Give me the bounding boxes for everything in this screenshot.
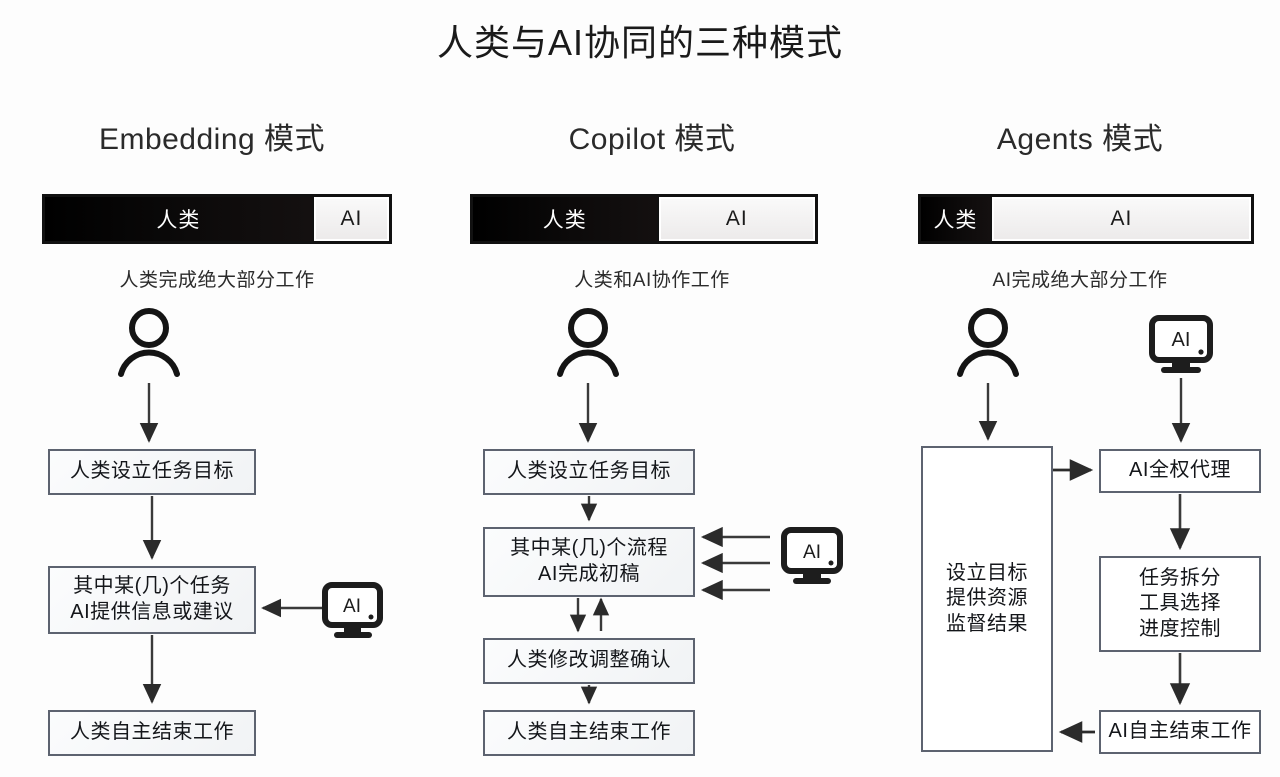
page-title: 人类与AI协同的三种模式 (436, 22, 843, 63)
column-embedding: Embedding 模式 (12, 118, 412, 162)
monitor-ai-label: AI (343, 596, 361, 617)
ratio-bar-embedding: 人类 AI (42, 194, 392, 244)
caption-copilot: 人类和AI协作工作 (574, 270, 730, 291)
ratio-bar-human-segment: 人类 (45, 197, 312, 241)
monitor-ai-icon: AI (322, 582, 383, 638)
column-title-agents: Agents 模式 (996, 123, 1164, 156)
box-embedding-ai-assist: 其中某(几)个任务 AI提供信息或建议 (48, 566, 256, 634)
box-copilot-set-goal: 人类设立任务目标 (483, 449, 695, 495)
box-copilot-human-revise: 人类修改调整确认 (483, 638, 695, 684)
ratio-bar-human-segment: 人类 (473, 197, 657, 241)
column-agents: Agents 模式 (880, 118, 1280, 162)
monitor-ai-label: AI (1172, 329, 1191, 351)
monitor-ai-icon: AI (781, 527, 843, 584)
box-embedding-human-finish: 人类自主结束工作 (48, 710, 256, 756)
box-copilot-ai-draft: 其中某(几)个流程 AI完成初稿 (483, 527, 695, 597)
caption-agents: AI完成绝大部分工作 (992, 270, 1168, 291)
box-embedding-set-goal: 人类设立任务目标 (48, 449, 256, 495)
column-title-embedding: Embedding 模式 (98, 123, 326, 156)
ratio-bar-ai-segment: AI (656, 197, 815, 241)
box-copilot-human-finish: 人类自主结束工作 (483, 710, 695, 756)
column-title-copilot: Copilot 模式 (568, 123, 736, 156)
person-icon (957, 308, 1019, 377)
box-agents-ai-full-agency: AI全权代理 (1099, 449, 1261, 493)
ratio-bar-agents: 人类 AI (918, 194, 1254, 244)
box-agents-human-supervise: 设立目标 提供资源 监督结果 (921, 446, 1053, 752)
monitor-ai-label: AI (803, 542, 821, 563)
box-agents-ai-finish: AI自主结束工作 (1099, 710, 1261, 754)
person-icon (557, 308, 619, 377)
ratio-bar-human-segment: 人类 (921, 197, 990, 241)
caption-embedding: 人类完成绝大部分工作 (119, 270, 315, 291)
column-copilot: Copilot 模式 (452, 118, 852, 162)
ratio-bar-ai-segment: AI (989, 197, 1251, 241)
monitor-ai-icon: AI (1149, 315, 1213, 373)
ratio-bar-copilot: 人类 AI (470, 194, 818, 244)
ratio-bar-ai-segment: AI (311, 197, 389, 241)
person-icon (118, 308, 180, 377)
box-agents-ai-plan: 任务拆分 工具选择 进度控制 (1099, 556, 1261, 652)
